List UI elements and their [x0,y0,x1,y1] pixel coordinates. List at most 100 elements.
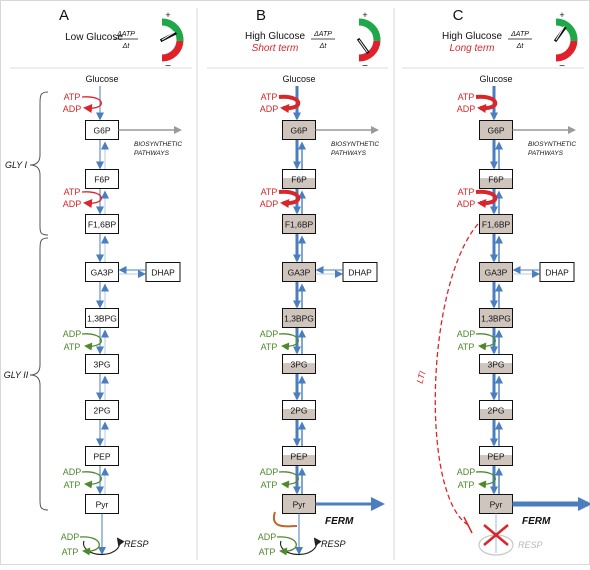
gly2-brace [29,237,49,511]
metabolite-box [85,169,119,189]
metabolite-label: F6P [488,175,504,185]
gly1-label: GLY I [5,160,28,170]
atp-consumption-arrow-out-label: ADP [457,199,476,209]
metabolite-label: F1,6BP [285,220,314,230]
atp-consumption-arrow [475,94,498,114]
metabolite-box [85,400,119,420]
metabolite-box-outline [282,400,316,420]
atp-production-arrow-out-label: ATP [64,342,81,352]
atp-consumption-arrow-in-label: ATP [64,187,81,197]
metabolite-label: Pyr [96,500,109,510]
metabolite-box [85,214,119,234]
atp-consumption-arrow [81,191,102,209]
gauge-minus-sign: − [559,61,565,72]
gly2-label: GLY II [4,370,29,380]
atp-production-arrow [475,471,496,489]
dhap-label: DHAP [545,268,569,278]
gauge-positive-arc [555,18,578,42]
atp-production-arrow [81,471,102,489]
gauge-numerator: ΔATP [510,31,529,38]
metabolite-box [85,308,119,328]
atp-consumption-arrow [278,94,301,114]
metabolite-label: GA3P [485,268,508,278]
gauge-needle-highlight [358,39,368,53]
dhap-box [145,262,181,282]
metabolite-label: 1,3BPG [87,314,117,324]
gauge-numerator: ΔATP [313,31,332,38]
metabolite-label: PEP [487,452,504,462]
metabolite-label: PEP [290,452,307,462]
metabolite-box-outline [479,354,513,374]
metabolite-box [85,446,119,466]
metabolite-label: Pyr [490,500,503,510]
metabolite-label: 2PG [93,406,110,416]
metabolite-label: 1,3BPG [481,314,511,324]
atp-production-arrow-out-label: ATP [458,480,475,490]
metabolite-label: GA3P [91,268,114,278]
biosynthetic-label: PATHWAYS [331,150,367,157]
resp-atp-arrow-in-label: ADP [61,532,80,542]
resp-atp-arrow [79,536,100,556]
metabolite-box-outline [282,169,316,189]
metabolite-label: 2PG [487,406,504,416]
gauge-plus-sign: + [362,10,367,20]
gauge-plus-sign: + [559,10,564,20]
atp-production-arrow-in-label: ADP [457,329,476,339]
atp-production-arrow [278,471,299,489]
metabolite-box-upper [282,400,316,410]
atp-consumption-arrow-out-label: ADP [63,104,82,114]
metabolite-label: 2PG [290,406,307,416]
metabolite-label: Pyr [293,500,306,510]
metabolite-box-outline [282,446,316,466]
atp-consumption-arrow-out-label: ADP [260,104,279,114]
resp-inhibited-cross [483,524,509,546]
resp-cycle-arrow [279,537,322,556]
biosynthetic-label: BIOSYNTHETIC [134,141,182,148]
atp-production-arrow-in-label: ADP [457,467,476,477]
metabolite-box-upper [282,169,316,179]
metabolite-label: 3PG [487,360,504,370]
metabolite-box-upper [479,400,513,410]
metabolite-label: PEP [93,452,110,462]
metabolite-box [479,308,513,328]
resp-label: RESP [124,539,149,549]
atp-consumption-arrow-in-label: ATP [64,92,81,102]
gly1-brace [29,91,49,236]
gauge-negative-arc [161,40,184,62]
panel-letter: A [59,7,69,24]
metabolite-label: F6P [94,175,110,185]
metabolite-box-outline [282,354,316,374]
atp-consumption-arrow-out-label: ADP [63,199,82,209]
atp-production-arrow-in-label: ADP [63,329,82,339]
atp-consumption-arrow [81,96,102,114]
atp-production-arrow [475,333,496,351]
atp-consumption-arrow-out-label: ADP [457,104,476,114]
metabolite-box-upper [282,446,316,456]
atp-consumption-arrow [475,189,498,209]
atp-production-arrow [81,333,102,351]
metabolite-box-outline [479,446,513,466]
resp-cycle-arrow [82,537,125,556]
lti-label: LTI [415,369,428,384]
metabolite-box-outline [479,169,513,189]
biosynthetic-label: BIOSYNTHETIC [528,141,576,148]
atp-consumption-arrow-in-label: ATP [458,92,475,102]
resp-atp-arrow-out-label: ATP [62,547,79,557]
resp-atp-arrow-out-label: ATP [259,547,276,557]
condition-label: Low Glucose [65,32,123,43]
metabolite-box [85,354,119,374]
atp-production-arrow-in-label: ADP [260,467,279,477]
resp-atp-arrow-in-label: ADP [258,532,277,542]
metabolite-box-outline [479,400,513,420]
ferm-label: FERM [522,516,551,527]
metabolite-box-upper [479,169,513,179]
pyruvate-feedback-arrow [272,511,298,528]
metabolite-box [282,214,316,234]
metabolite-label: G6P [487,126,504,136]
metabolite-label: F6P [291,175,307,185]
metabolite-label: 3PG [93,360,110,370]
gauge-denominator: Δt [516,43,525,50]
metabolite-box-upper [282,354,316,364]
